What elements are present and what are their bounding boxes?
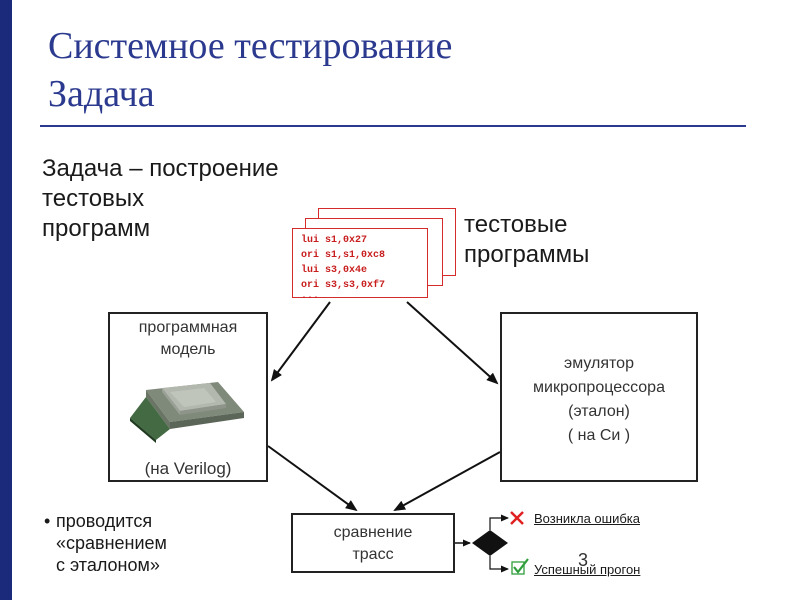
trace-comparison-box: сравнение трасс [291, 513, 455, 573]
code-line-5: ... [301, 291, 320, 302]
test-programs-line-2: программы [464, 241, 590, 268]
task-line-1: Задача – построение [42, 155, 279, 182]
program-sheet-front: lui s1,0x27 ori s1,s1,0xc8 lui s3,0x4e o… [292, 228, 428, 302]
compare-line-1: сравнение [333, 524, 413, 541]
code-line-2: ori s1,s1,0xc8 [301, 250, 386, 261]
title-line-2: Задача [48, 73, 155, 115]
slide-title: Системное тестирование Задача [48, 22, 452, 118]
branch-to-success [489, 556, 509, 573]
arrow-programs-to-emulator [406, 301, 499, 385]
model-label-line-1: программная [138, 319, 238, 336]
arrow-programs-to-model [270, 301, 331, 382]
task-description: Задача – построение тестовых программ [42, 154, 362, 244]
emulator-line-1: эмулятор [564, 355, 634, 372]
checkbox-check-icon [511, 558, 529, 575]
emulator-line-3: (эталон) [568, 403, 630, 420]
emulator-box: эмулятор микропроцессора (эталон) ( на С… [500, 312, 698, 482]
test-programs-label: тестовые программы [464, 210, 664, 270]
bullet-line-2: «сравнением [56, 533, 167, 553]
emulator-line-4: ( на Си ) [567, 427, 631, 444]
model-label-bottom: (на Verilog) [144, 459, 232, 478]
arrow-model-to-compare [267, 445, 358, 512]
test-programs-line-1: тестовые [464, 211, 568, 238]
cpu-chip-icon [126, 372, 246, 452]
result-error-label: Возникла ошибка [534, 511, 640, 526]
code-line-1: lui s1,0x27 [301, 235, 368, 246]
task-line-3: программ [42, 215, 151, 242]
code-line-4: ori s3,s3,0xf7 [301, 280, 386, 291]
branch-to-error [489, 514, 509, 530]
result-success-label: Успешный прогон [534, 562, 641, 577]
code-line-3: lui s3,0x4e [301, 265, 368, 276]
arrow-emulator-to-compare [393, 451, 501, 511]
model-label-line-2: модель [160, 341, 216, 358]
task-line-2: тестовых [42, 185, 145, 212]
page-number: 3 [578, 550, 589, 570]
bullet-line-1: проводится [56, 511, 153, 531]
emulator-line-2: микропроцессора [533, 379, 665, 396]
decision-diamond-icon [472, 530, 508, 556]
program-model-box: программная модель (на Verilog) [108, 312, 268, 482]
title-line-1: Системное тестирование [48, 25, 453, 67]
bullet-marker: • [44, 511, 51, 531]
bullet-line-3: с эталоном» [56, 555, 160, 575]
cross-icon [510, 511, 524, 525]
title-divider [40, 125, 746, 127]
left-accent-bar [0, 0, 12, 600]
compare-line-2: трасс [352, 546, 394, 563]
